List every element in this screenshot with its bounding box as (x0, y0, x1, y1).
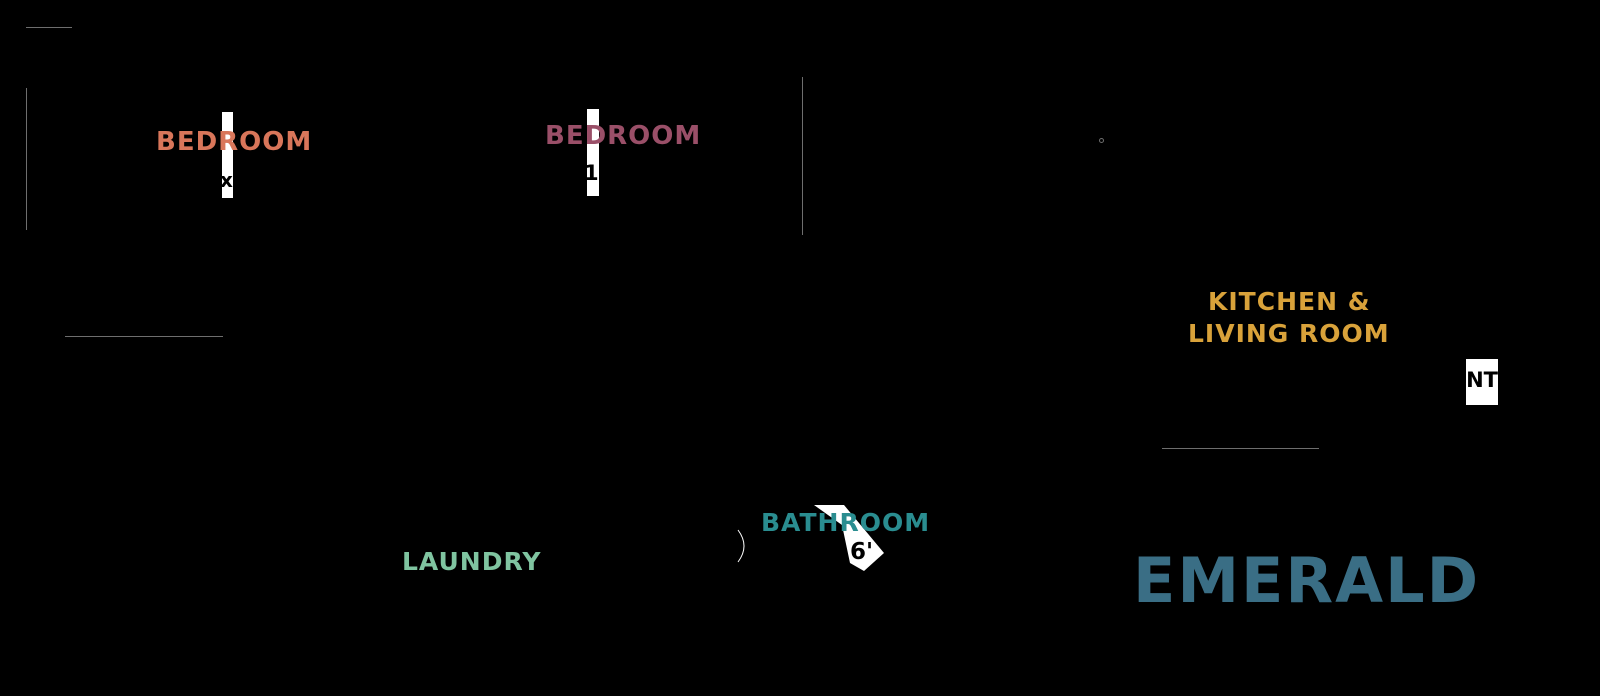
wall-segment-left (26, 88, 27, 230)
bathroom-dimension: 6' (850, 539, 874, 565)
bedroom-1-dimension-overlay (222, 112, 233, 198)
wall-segment-top-left (26, 27, 72, 28)
kitchen-living-label-line2: LIVING ROOM (1188, 319, 1390, 348)
bedroom-1-label: BEDROOM (156, 127, 313, 157)
bedroom-2-dimension-overlay (587, 109, 599, 196)
wall-segment-center (802, 77, 803, 235)
marker-dot (1099, 138, 1104, 143)
laundry-label: LAUNDRY (402, 547, 542, 576)
bathroom-dimension-overlay (814, 505, 884, 571)
bedroom-1-dimension: x (220, 168, 233, 192)
wall-segment-mid-right (1162, 448, 1319, 449)
bathroom-label: BATHROOM (761, 508, 931, 537)
bedroom-2-label: BEDROOM (545, 121, 702, 151)
front-tag-text: ONT (1466, 370, 1498, 391)
kitchen-living-label-line1: KITCHEN & (1208, 287, 1371, 316)
wall-segment-mid-left (65, 336, 223, 337)
door-swing-arc (737, 529, 745, 563)
bedroom-2-dimension: 1' (584, 161, 606, 185)
plan-name-title: EMERALD (1133, 544, 1481, 617)
front-tag-overlay (1466, 359, 1498, 405)
